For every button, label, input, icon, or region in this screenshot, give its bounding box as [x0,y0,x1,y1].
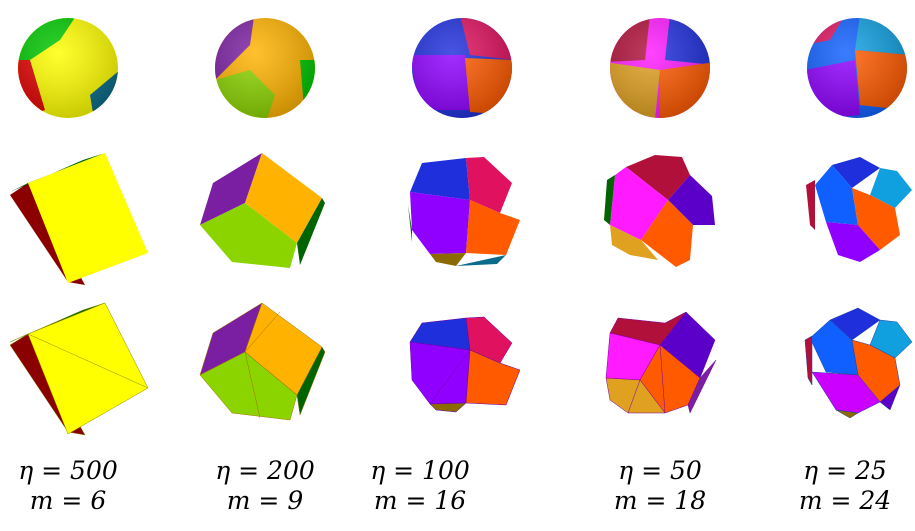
polyhedron-eta-100 [408,157,520,266]
m-value: m = 24 [798,486,892,515]
sphere-eta-50 [610,18,710,118]
polyhedron-tri-eta-500 [9,302,149,436]
polyhedron-eta-500 [10,153,148,285]
m-value: m = 9 [226,486,304,515]
label-column-2: η = 200 m = 9 [195,456,335,516]
polyhedron-tri-eta-100 [409,316,521,413]
polyhedron-tri-eta-50 [605,311,717,414]
eta-value: η = 50 [618,456,702,485]
sphere-eta-100 [412,18,512,118]
polyhedron-tri-eta-200 [199,302,326,421]
eta-value: η = 500 [18,456,118,485]
sphere-eta-25 [807,18,907,118]
m-value: m = 18 [613,486,707,515]
polyhedron-tri-eta-25 [804,307,913,419]
polyhedron-eta-50 [604,155,715,267]
m-value: m = 6 [29,486,107,515]
polyhedron-eta-200 [200,153,325,268]
label-column-4: η = 50 m = 18 [590,456,730,516]
polyhedron-eta-25 [806,157,912,262]
eta-value: η = 25 [803,456,887,485]
m-value: m = 16 [373,486,467,515]
label-column-5: η = 25 m = 24 [775,456,915,516]
eta-value: η = 100 [370,456,470,485]
sphere-eta-500 [18,18,118,118]
label-column-1: η = 500 m = 6 [0,456,138,516]
label-column-3: η = 100 m = 16 [350,456,490,516]
sphere-eta-200 [215,18,315,118]
eta-value: η = 200 [215,456,315,485]
